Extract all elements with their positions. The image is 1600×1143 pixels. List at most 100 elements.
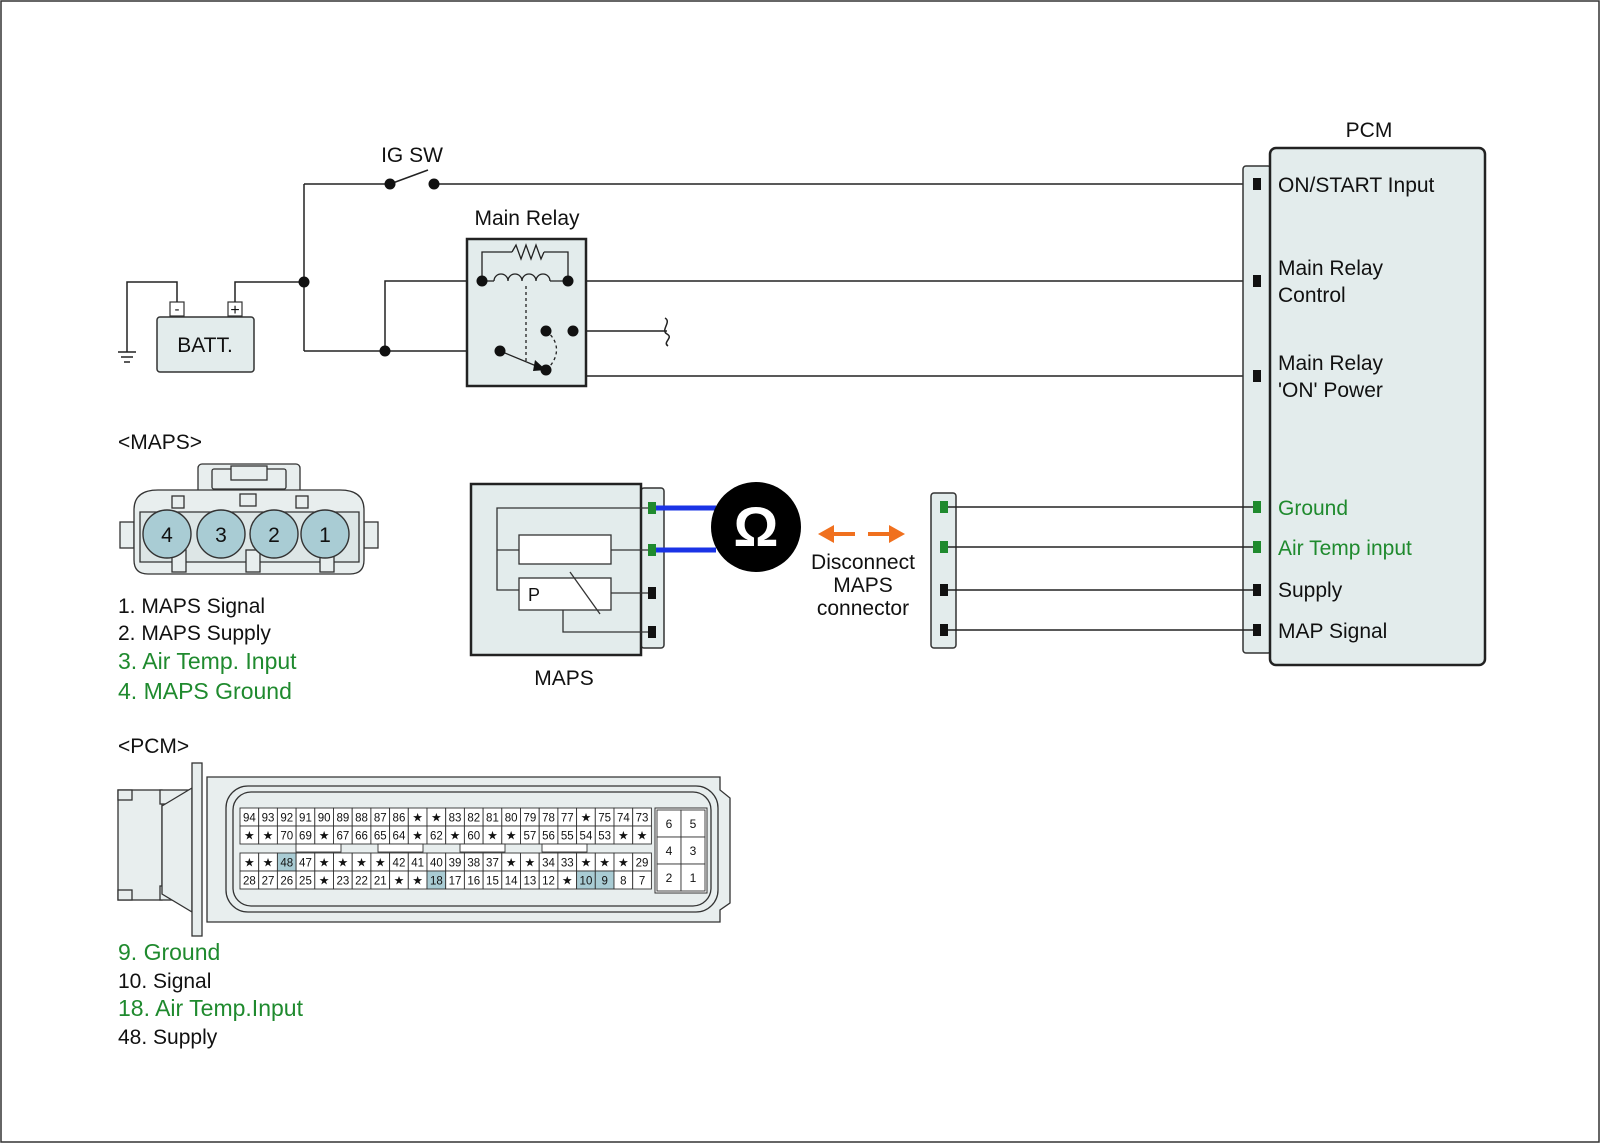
ig-switch-contact-right <box>428 178 440 190</box>
battery-plus-sign: + <box>230 302 239 319</box>
pcm-pin-on-start: ON/START Input <box>1278 174 1435 197</box>
pcm-connector-title: <PCM> <box>118 735 189 758</box>
pcm-pin-label: 25 <box>299 876 312 888</box>
pcm-pin-label: 80 <box>505 813 518 825</box>
pcm-pin-markers <box>1253 178 1261 636</box>
pcm-pin-label: ★ <box>412 811 423 825</box>
maps-pressure-element <box>518 577 612 611</box>
pcm-pin-supply: Supply <box>1278 579 1343 602</box>
pcm-title: PCM <box>1346 119 1393 142</box>
main-relay <box>465 237 588 388</box>
pcm-side-pin-label: 5 <box>690 817 697 831</box>
pcm-pin-label: ★ <box>244 856 255 870</box>
pcm-side-pin-label: 1 <box>690 871 697 885</box>
battery-label: BATT. <box>177 334 233 357</box>
pcm-pin-label: ★ <box>524 856 535 870</box>
maps-pin-2: 2 <box>268 524 280 547</box>
pcm-pin-label: 73 <box>636 813 649 825</box>
pcm-pin-label: ★ <box>506 856 517 870</box>
pcm-pin-label: ★ <box>637 829 648 843</box>
pcm-pin-label: 88 <box>355 813 368 825</box>
pcm-pin-label: 70 <box>280 831 293 843</box>
pcm-legend-item: 18. Air Temp.Input <box>118 995 304 1021</box>
pcm-pin-label: 56 <box>542 831 555 843</box>
maps-pin-4: 4 <box>161 524 173 547</box>
pcm-pin-cell <box>632 825 652 845</box>
pcm-pin-main-relay-control-line2: Control <box>1278 284 1346 307</box>
pcm-pin-label: 54 <box>580 831 593 843</box>
pcm-pin-label: ★ <box>412 874 423 888</box>
pcm-pin-label: 16 <box>467 876 480 888</box>
pcm-legend-item: 48. Supply <box>118 1026 218 1049</box>
pcm-pin-label: 28 <box>243 876 256 888</box>
pcm-key-slot <box>459 843 506 853</box>
pcm-pin-label: 13 <box>523 876 536 888</box>
pcm-pin-label: 22 <box>355 876 368 888</box>
pcm-pin-label: ★ <box>263 829 274 843</box>
pcm-pin-label: 77 <box>561 813 574 825</box>
pcm-pin-label: 55 <box>561 831 574 843</box>
disconnect-label-line3: connector <box>817 597 909 620</box>
pcm-pin-label: ★ <box>581 856 592 870</box>
pcm-side-pin-label: 6 <box>666 817 673 831</box>
pcm-pin-label: ★ <box>487 829 498 843</box>
pcm-pin-label: 26 <box>280 876 293 888</box>
pcm-pin-label: 15 <box>486 876 499 888</box>
pcm-connector-strip <box>1242 165 1272 654</box>
pcm-pin-label: 7 <box>639 876 645 888</box>
pcm-pin-label: 18 <box>430 876 443 888</box>
pcm-pin-label: 42 <box>393 858 406 870</box>
pcm-legend: 9. Ground 10. Signal 18. Air Temp.Input … <box>118 939 304 1049</box>
pcm-pin-label: 90 <box>318 813 331 825</box>
maps-pin-3: 3 <box>215 524 227 547</box>
pcm-pin-label: ★ <box>599 856 610 870</box>
supply-wiring <box>303 169 1250 377</box>
pcm-pin-label: 27 <box>262 876 275 888</box>
ohmmeter: Ω <box>656 482 801 572</box>
pcm-pin-label: 40 <box>430 858 443 870</box>
pcm-pin-cell <box>632 870 652 890</box>
pcm-pin-label: 23 <box>336 876 349 888</box>
pcm-key-slot <box>541 843 588 853</box>
pcm-pin-label: 33 <box>561 858 574 870</box>
ig-switch-label: IG SW <box>381 144 443 167</box>
pcm-pin-label: ★ <box>618 829 629 843</box>
junction-dots <box>298 178 440 357</box>
pcm-pin-ground: Ground <box>1278 497 1348 520</box>
pcm-pin-label: ★ <box>394 874 405 888</box>
pcm-pin-label: ★ <box>356 856 367 870</box>
pcm-pin-map-signal: MAP Signal <box>1278 620 1387 643</box>
pcm-pin-label: 48 <box>280 858 293 870</box>
pcm-pin-label: 8 <box>620 876 626 888</box>
maps-pin-1: 1 <box>319 524 331 547</box>
battery: - + BATT. <box>156 301 255 373</box>
disconnect-label-line1: Disconnect <box>811 551 915 574</box>
pcm-pin-label: 29 <box>636 858 649 870</box>
pcm-pin-label: ★ <box>319 874 330 888</box>
pcm-pin-label: ★ <box>412 829 423 843</box>
pcm-pin-label: 78 <box>542 813 555 825</box>
pcm-pin-air-temp: Air Temp input <box>1278 537 1412 560</box>
maps-legend: 1. MAPS Signal 2. MAPS Supply 3. Air Tem… <box>118 595 297 704</box>
pcm-pin-label: 34 <box>542 858 555 870</box>
maps-pin-markers <box>648 502 656 638</box>
pcm-pin-main-relay-power-line1: Main Relay <box>1278 352 1384 375</box>
relay-coil <box>493 273 551 282</box>
pcm-pin-label: 17 <box>449 876 462 888</box>
maps-legend-item: 4. MAPS Ground <box>118 678 292 704</box>
pcm-pin-label: 65 <box>374 831 387 843</box>
maps-connector-title: <MAPS> <box>118 431 202 454</box>
pcm-pin-label: 64 <box>393 831 406 843</box>
pcm-pin-label: 82 <box>467 813 480 825</box>
ohm-symbol: Ω <box>734 495 779 558</box>
pcm-pin-label: 67 <box>336 831 349 843</box>
pcm-pin-label: ★ <box>263 856 274 870</box>
pcm-pin-label: 9 <box>601 876 607 888</box>
maps-connector-face: 4 3 2 1 <box>119 463 379 575</box>
pcm-pin-label: ★ <box>319 856 330 870</box>
disconnect-label: Disconnect MAPS connector <box>811 551 915 620</box>
pcm-pin-main-relay-control-line1: Main Relay <box>1278 257 1384 280</box>
